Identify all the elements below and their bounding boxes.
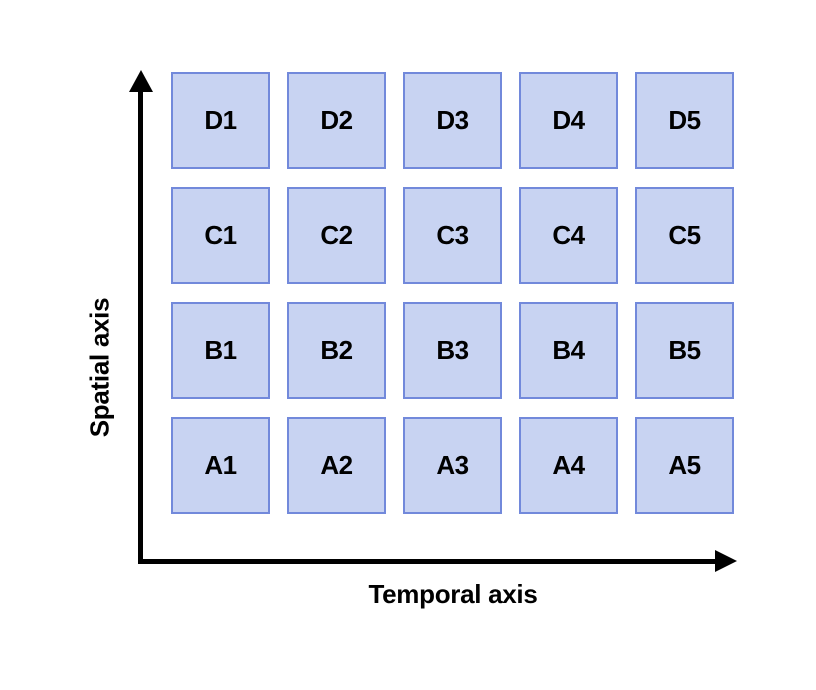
y-axis-label: Spatial axis [84, 297, 115, 438]
grid-cell-b1: B1 [171, 302, 270, 399]
grid-cell-d5: D5 [635, 72, 734, 169]
grid-cell-d1: D1 [171, 72, 270, 169]
grid-cell-b2: B2 [287, 302, 386, 399]
grid-cell-a3: A3 [403, 417, 502, 514]
grid-cell-d4: D4 [519, 72, 618, 169]
x-axis-line [138, 559, 717, 564]
grid-cell-d2: D2 [287, 72, 386, 169]
cell-grid: D1 D2 D3 D4 D5 C1 C2 C3 C4 C5 B1 B2 B3 B… [171, 72, 734, 514]
y-axis-arrowhead-icon [129, 70, 153, 92]
grid-cell-a2: A2 [287, 417, 386, 514]
grid-cell-c4: C4 [519, 187, 618, 284]
grid-cell-c3: C3 [403, 187, 502, 284]
grid-cell-d3: D3 [403, 72, 502, 169]
grid-cell-b5: B5 [635, 302, 734, 399]
grid-cell-a1: A1 [171, 417, 270, 514]
grid-cell-c5: C5 [635, 187, 734, 284]
grid-cell-b3: B3 [403, 302, 502, 399]
y-axis-line [138, 86, 143, 564]
grid-cell-c2: C2 [287, 187, 386, 284]
x-axis-label: Temporal axis [368, 579, 538, 609]
grid-cell-a5: A5 [635, 417, 734, 514]
grid-cell-b4: B4 [519, 302, 618, 399]
grid-cell-a4: A4 [519, 417, 618, 514]
x-axis-arrowhead-icon [715, 550, 737, 572]
grid-cell-c1: C1 [171, 187, 270, 284]
